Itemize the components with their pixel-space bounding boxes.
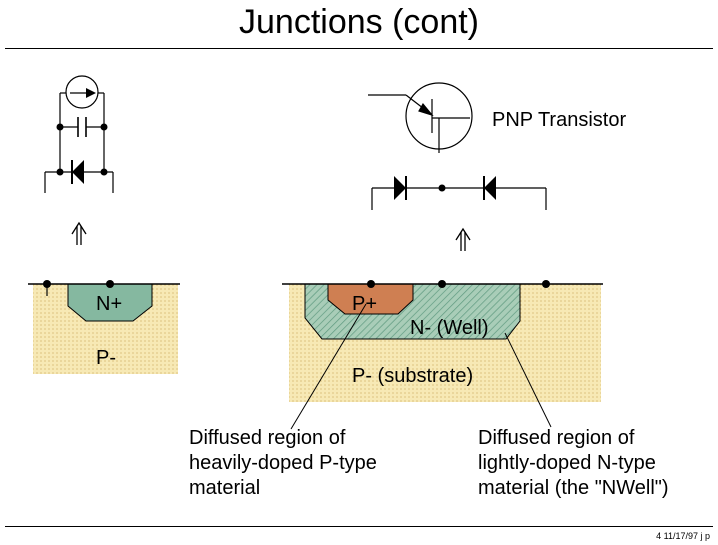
diode-icon — [44, 160, 114, 193]
pnp-transistor-label: PNP Transistor — [492, 109, 627, 131]
slide-title: Junctions (cont) — [239, 3, 479, 41]
right-contact-dot — [438, 280, 446, 288]
caption-line: Diffused region of — [189, 427, 346, 449]
arrow-up-icon — [455, 227, 471, 251]
arrow-up-icon — [71, 221, 87, 245]
caption-line: Diffused region of — [478, 427, 635, 449]
p-substrate-label: P- (substrate) — [352, 365, 474, 387]
leader-line-n-well — [504, 332, 552, 428]
footer-rule — [5, 526, 713, 527]
leader-line-p-plus — [290, 303, 367, 430]
caption-line: heavily-doped P-type — [189, 452, 377, 474]
title-rule — [5, 48, 713, 49]
n-well-label: N- (Well) — [410, 317, 489, 339]
left-contact-dot — [106, 280, 114, 288]
caption-line: material (the "NWell") — [478, 477, 669, 499]
right-contact-dot — [367, 280, 375, 288]
caption-line: material — [189, 477, 261, 499]
caption-n-well: Diffused region of lightly-doped N-type … — [478, 426, 669, 501]
p-minus-label: P- — [96, 347, 116, 369]
pnp-transistor-icon — [368, 82, 473, 153]
p-plus-label: P+ — [352, 293, 378, 315]
caption-line: lightly-doped N-type — [478, 452, 656, 474]
n-plus-label: N+ — [96, 293, 123, 315]
caption-p-type: Diffused region of heavily-doped P-type … — [189, 426, 377, 501]
current-source-icon — [59, 75, 105, 127]
diode-icon — [371, 176, 547, 210]
footer-text: 4 11/17/97 j p — [656, 531, 710, 541]
right-contact-dot — [542, 280, 550, 288]
